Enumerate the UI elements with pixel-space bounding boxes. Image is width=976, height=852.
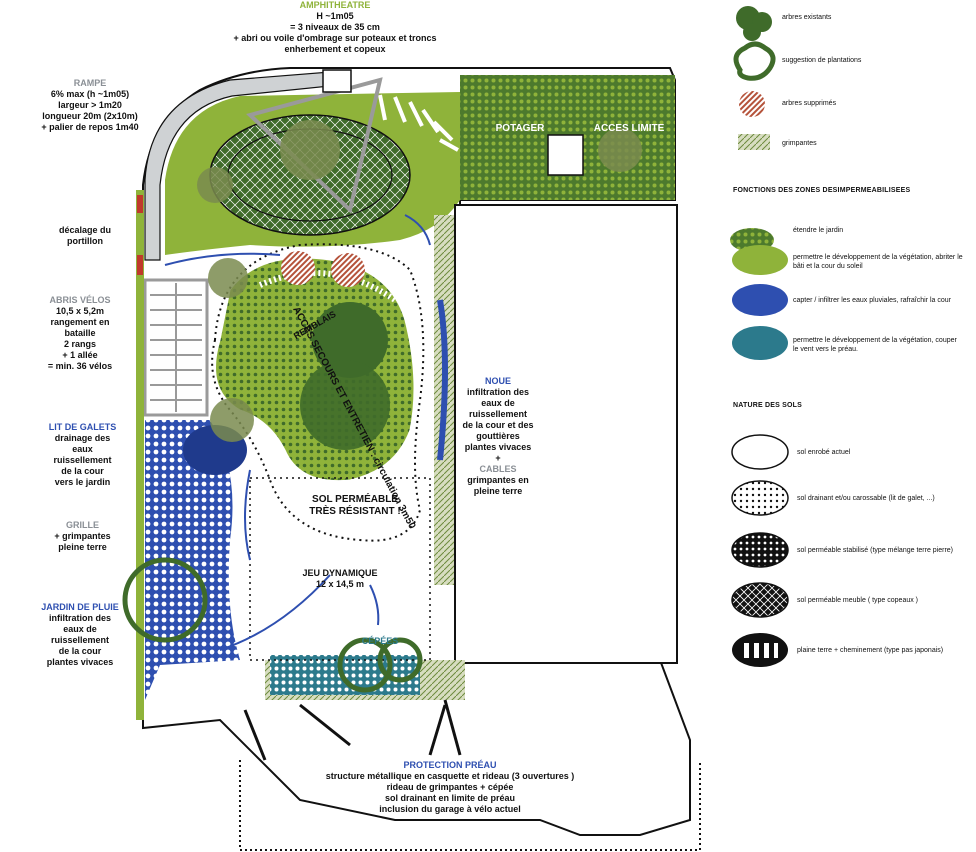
cables-title: CABLES [479,464,517,474]
amphitheatre-line: enherbement et copeux [284,44,386,54]
sol-permeable-line: SOL PERMÉABLE [312,494,398,505]
preau-outline [239,760,701,851]
rampe-line: + palier de repos 1m40 [41,122,139,132]
fonction-1-label: étendre le jardin [793,227,844,234]
fonction-4-label: permettre le développement de la végétat… [793,337,957,353]
noue-line: infiltration des [466,387,529,397]
protection-line: sol drainant en limite de préau [384,793,516,803]
jardin-pluie-line: ruissellement [50,635,110,645]
sol-permeable-label: SOL PERMÉABLE TRÈS RÉSISTANT ! [295,494,415,518]
flow-arrows [164,214,431,651]
abris-velos-line: = min. 36 vélos [47,361,113,371]
grille-line: pleine terre [58,542,107,552]
amphitheatre-steps [378,94,459,152]
rampe-line: largeur > 1m20 [58,100,122,110]
lit-galets-line: vers le jardin [54,477,111,487]
abris-velos-line: rangement en [50,317,110,327]
sols-title: NATURE DES SOLS [733,402,802,409]
protection-line: structure métallique en casquette et rid… [325,771,575,781]
abris-velos-line: 10,5 x 5,2m [55,306,105,316]
lit-galets-line: drainage des [54,433,111,443]
access-route [211,243,425,542]
jardin-pluie-line: plantes vivaces [46,657,114,667]
jeu-label: JEU DYNAMIQUE 12 x 14,5 m [285,568,395,590]
noue-line: ruissellement [468,409,528,419]
fonction-2-label: permettre le développement de la végétat… [793,254,963,270]
noue-title: NOUE [484,376,511,386]
cables-line: grimpantes en [467,475,529,485]
abris-velos-title: ABRIS VÉLOS [49,295,111,305]
acces-limite-label: ACCES LIMITE [593,123,665,134]
building [454,204,678,664]
removed-tree [281,251,315,285]
sol-permeable-line: TRÈS RÉSISTANT ! [309,506,401,517]
cepees-zone [270,655,420,695]
sol-4-label: sol perméable meuble ( type copeaux ) [797,597,919,604]
rampe-line: longueur 20m (2x10m) [42,111,138,121]
abris-velos-label: ABRIS VÉLOS 10,5 x 5,2m rangement en bat… [30,295,130,372]
abris-velos-line: 2 rangs [63,339,96,349]
jardin-pluie-line: infiltration des [48,613,111,623]
jeu-title: JEU DYNAMIQUE [302,568,378,578]
rain-garden [145,420,240,700]
cepees-label: CÉPÉES [361,636,399,646]
decalage-line: décalage du [58,225,112,235]
noue-line: eaux de [481,398,515,408]
protection-label: PROTECTION PRÉAU structure métallique en… [320,760,580,815]
fonction-3-label: capter / infiltrer les eaux pluviales, r… [793,297,951,304]
legend-removed-trees: arbres supprimés [782,100,837,107]
abris-velos-line: + 1 allée [62,350,98,360]
fonctions-title: FONCTIONS DES ZONES DESIMPERMEABILISEES [733,187,911,194]
amphitheatre-title: AMPHITHEATRE [299,0,371,10]
preau-arrows [243,699,462,761]
jardin-pluie-label: JARDIN DE PLUIE infiltration des eaux de… [30,602,130,668]
sol-2-label: sol drainant et/ou carossable (lit de ga… [797,495,935,502]
noue-line: + [495,453,501,463]
noue-label: NOUE infiltration des eaux de ruissellem… [458,376,538,497]
protection-line: inclusion du garage à vélo actuel [379,804,521,814]
removed-tree [331,253,365,287]
amphitheatre-line: + abri ou voile d'ombrage sur poteaux et… [233,33,437,43]
legend-climbers: grimpantes [782,140,817,147]
lit-galets-line: ruissellement [53,455,112,465]
lit-galets-line: de la cour [61,466,104,476]
protection-title: PROTECTION PRÉAU [403,760,497,770]
jeu-dims: 12 x 14,5 m [315,579,365,589]
lit-galets-title: LIT DE GALETS [48,422,117,432]
rampe-title: RAMPE [73,78,107,88]
legend-suggested-plantings: suggestion de plantations [782,57,862,64]
existing-trees [197,120,642,442]
rampe-label: RAMPE 6% max (h ~1m05) largeur > 1m20 lo… [20,78,160,133]
sol-5-label: plaine terre + cheminement (type pas jap… [797,647,944,654]
abris-velos-line: bataille [64,328,96,338]
noue-line: gouttières [476,431,520,441]
cables-line: pleine terre [473,486,523,496]
rampe-line: 6% max (h ~1m05) [50,89,130,99]
potager-label: POTAGER [495,123,545,134]
decalage-line: portillon [67,236,103,246]
decalage-label: décalage du portillon [40,225,130,247]
protection-line: rideau de grimpantes + cépée [386,782,514,792]
noue-line: plantes vivaces [464,442,532,452]
amphitheatre-line: H ~1m05 [316,11,354,21]
grille-title: GRILLE [66,520,99,530]
jardin-pluie-line: eaux de [63,624,97,634]
grille-label: GRILLE + grimpantes pleine terre [35,520,130,553]
grille-line: + grimpantes [54,531,111,541]
lit-galets-label: LIT DE GALETS drainage des eaux ruissell… [35,422,130,488]
noue-line: de la cour et des [462,420,534,430]
suggested-trees [122,557,423,693]
sol-1-label: sol enrobé actuel [797,449,851,456]
amphitheatre-label: AMPHITHEATRE H ~1m05 = 3 niveaux de 35 c… [205,0,465,55]
jardin-pluie-line: de la cour [58,646,102,656]
jardin-pluie-title: JARDIN DE PLUIE [41,602,119,612]
sol-3-label: sol perméable stabilisé (type mélange te… [797,547,954,554]
lit-galets-line: eaux [72,444,93,454]
amphitheatre-line: = 3 niveaux de 35 cm [290,22,380,32]
legend-existing-trees: arbres existants [782,14,832,21]
